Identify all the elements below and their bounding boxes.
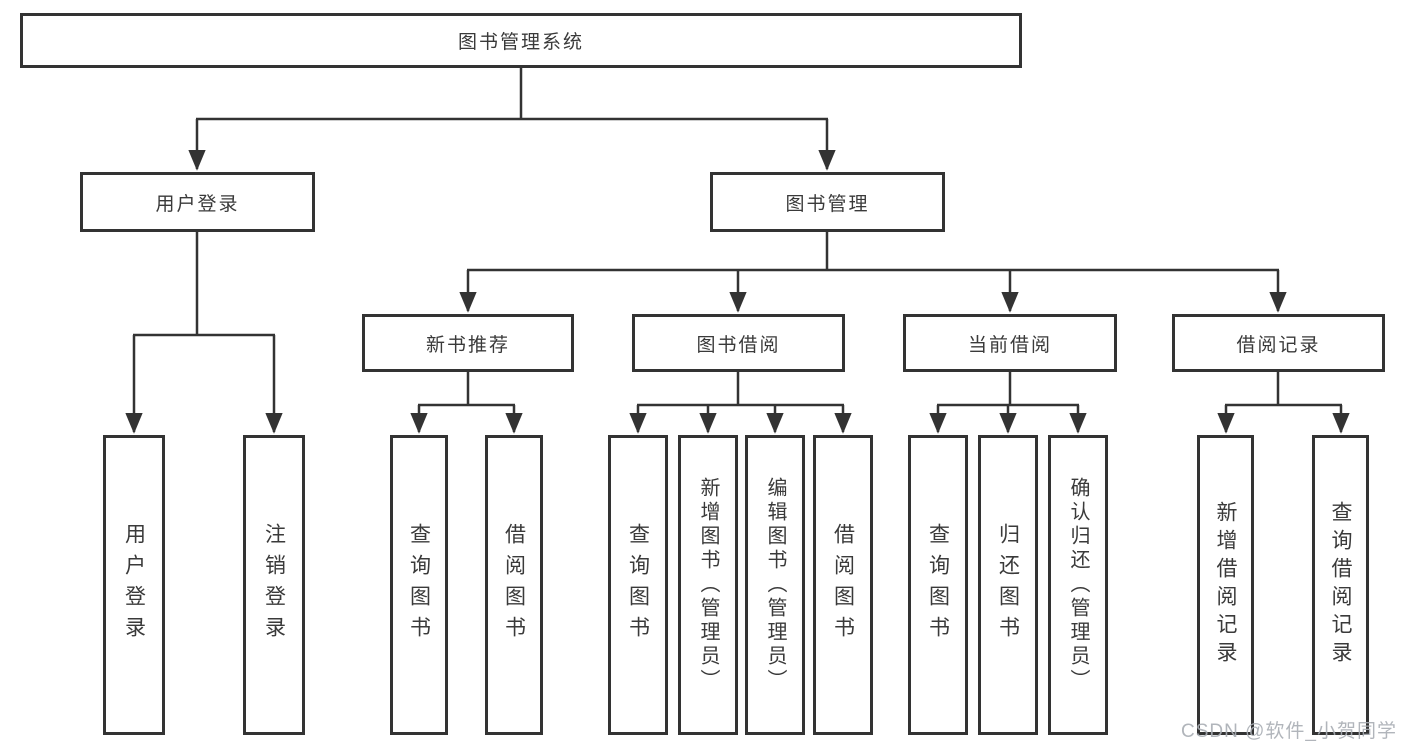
leaf-query-books-recommend: 查询图书	[390, 435, 448, 735]
leaf-query-books-current: 查询图书	[908, 435, 968, 735]
leaf-return-books: 归还图书	[978, 435, 1038, 735]
node-label: 用户登录	[155, 193, 240, 215]
leaf-logout: 注销登录	[243, 435, 305, 735]
leaf-label: 查询图书	[926, 523, 950, 647]
leaf-label: 查询图书	[407, 523, 431, 647]
leaf-user-login: 用户登录	[103, 435, 165, 735]
leaf-query-books-borrowing: 查询图书	[608, 435, 668, 735]
leaf-label: 新增图书（管理员）	[697, 477, 719, 693]
leaf-borrow-books-recommend: 借阅图书	[485, 435, 543, 735]
node-current-borrowing: 当前借阅	[903, 314, 1117, 372]
node-user-login-branch: 用户登录	[80, 172, 315, 232]
leaf-label: 注销登录	[262, 523, 286, 647]
node-label: 新书推荐	[425, 334, 510, 356]
node-library-management-system: 图书管理系统	[20, 13, 1022, 68]
leaf-borrow-books-borrowing: 借阅图书	[813, 435, 873, 735]
node-book-management-branch: 图书管理	[710, 172, 945, 232]
node-label: 图书借阅	[696, 334, 781, 356]
node-label: 图书管理	[785, 193, 870, 215]
leaf-label: 用户登录	[122, 523, 146, 647]
node-label: 借阅记录	[1236, 334, 1321, 356]
leaf-query-borrowing-record: 查询借阅记录	[1312, 435, 1369, 735]
leaf-label: 借阅图书	[831, 523, 855, 647]
leaf-label: 查询图书	[626, 523, 650, 647]
leaf-label: 确认归还（管理员）	[1067, 477, 1089, 693]
leaf-label: 编辑图书（管理员）	[764, 477, 786, 693]
node-new-book-recommendation: 新书推荐	[362, 314, 574, 372]
node-book-borrowing: 图书借阅	[632, 314, 845, 372]
leaf-label: 新增借阅记录	[1214, 501, 1237, 669]
leaf-edit-books-admin: 编辑图书（管理员）	[745, 435, 805, 735]
leaf-label: 查询借阅记录	[1329, 501, 1352, 669]
csdn-watermark: CSDN @软件_小贺同学	[1181, 721, 1397, 742]
node-label: 图书管理系统	[457, 32, 584, 53]
node-borrowing-records: 借阅记录	[1172, 314, 1385, 372]
leaf-add-books-admin: 新增图书（管理员）	[678, 435, 738, 735]
leaf-label: 归还图书	[996, 523, 1020, 647]
leaf-add-borrowing-record: 新增借阅记录	[1197, 435, 1254, 735]
node-label: 当前借阅	[967, 334, 1052, 356]
leaf-confirm-return-admin: 确认归还（管理员）	[1048, 435, 1108, 735]
leaf-label: 借阅图书	[502, 523, 526, 647]
